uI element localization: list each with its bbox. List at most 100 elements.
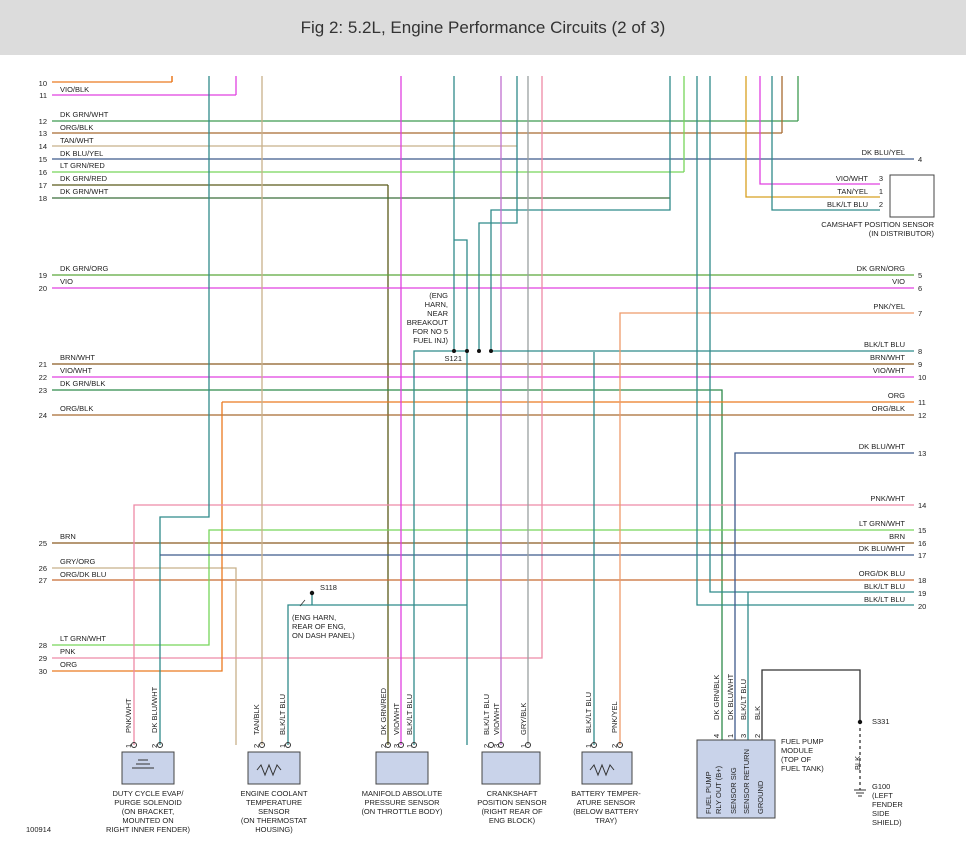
svg-text:(BELOW BATTERY: (BELOW BATTERY xyxy=(573,807,639,816)
svg-text:CRANKSHAFT: CRANKSHAFT xyxy=(487,789,538,798)
left-wire-label: ORG/DK BLU xyxy=(60,570,106,579)
svg-text:1: 1 xyxy=(405,744,414,748)
left-wire-num: 19 xyxy=(39,271,47,280)
left-wire-label: DK BLU/YEL xyxy=(60,149,103,158)
svg-text:SIDE: SIDE xyxy=(872,809,890,818)
left-wire-num: 21 xyxy=(39,360,47,369)
svg-text:RIGHT INNER FENDER): RIGHT INNER FENDER) xyxy=(106,825,191,834)
svg-text:1: 1 xyxy=(278,744,287,748)
left-wire-num: 20 xyxy=(39,284,47,293)
svg-text:(ENG: (ENG xyxy=(429,291,448,300)
right-wire-num: 20 xyxy=(918,602,926,611)
svg-text:ATURE SENSOR: ATURE SENSOR xyxy=(577,798,636,807)
thermistor-icon xyxy=(589,763,615,777)
left-wire-label: PNK xyxy=(60,647,75,656)
left-wire-num: 12 xyxy=(39,117,47,126)
component-box xyxy=(696,739,776,819)
svg-text:ENGINE COOLANT: ENGINE COOLANT xyxy=(240,789,308,798)
svg-text:(LEFT: (LEFT xyxy=(872,791,893,800)
left-wire-num: 24 xyxy=(39,411,47,420)
right-wire-num: 18 xyxy=(918,576,926,585)
svg-text:SHIELD): SHIELD) xyxy=(872,818,902,827)
svg-text:PRESSURE SENSOR: PRESSURE SENSOR xyxy=(364,798,440,807)
right-wire-num: 12 xyxy=(918,411,926,420)
right-wire-label: BRN/WHT xyxy=(870,353,905,362)
splice-s121-label: S121 xyxy=(444,354,462,363)
component-map-sensor: DK GRN/RED VIO/WHT BLK/LT BLU 2 3 1 MANI… xyxy=(361,687,443,816)
svg-text:DK BLU/WHT: DK BLU/WHT xyxy=(150,686,159,733)
right-wire-label: DK BLU/WHT xyxy=(859,544,906,553)
component-box xyxy=(481,751,541,785)
camshaft-pin-num: 3 xyxy=(879,174,883,183)
svg-text:FOR NO 5: FOR NO 5 xyxy=(413,327,448,336)
svg-text:2: 2 xyxy=(252,744,261,748)
right-wire-num: 14 xyxy=(918,501,926,510)
right-wire-label: VIO xyxy=(892,277,905,286)
left-wire-label: VIO xyxy=(60,277,73,286)
right-wire-label: BLK/LT BLU xyxy=(864,340,905,349)
right-wire-label: ORG/DK BLU xyxy=(859,569,905,578)
right-wire-label: VIO/WHT xyxy=(873,366,905,375)
full-width-wires xyxy=(52,76,914,745)
svg-text:DK GRN/BLK: DK GRN/BLK xyxy=(712,675,721,720)
svg-text:VIO/WHT: VIO/WHT xyxy=(392,703,401,735)
svg-text:MODULE: MODULE xyxy=(781,746,813,755)
component-crankshaft-sensor: BLK/LT BLU VIO/WHT GRY/BLK 2 3 1 CRANKSH… xyxy=(477,694,547,825)
right-wire-num: 11 xyxy=(918,398,926,407)
svg-text:2: 2 xyxy=(150,744,159,748)
svg-text:BLK/LT BLU: BLK/LT BLU xyxy=(482,694,491,735)
right-wire-label: BLK/LT BLU xyxy=(864,595,905,604)
right-wire-label: LT GRN/WHT xyxy=(859,519,905,528)
right-wire-num: 8 xyxy=(918,347,922,356)
right-wire-num: 6 xyxy=(918,284,922,293)
right-wire-num: 19 xyxy=(918,589,926,598)
svg-text:G100: G100 xyxy=(872,782,890,791)
svg-text:MOUNTED ON: MOUNTED ON xyxy=(122,816,173,825)
svg-text:FUEL PUMP: FUEL PUMP xyxy=(781,737,824,746)
right-wire-label: PNK/YEL xyxy=(873,302,905,311)
left-wire-label: DK GRN/ORG xyxy=(60,264,109,273)
left-wire-num: 28 xyxy=(39,641,47,650)
svg-text:BLK/LT BLU: BLK/LT BLU xyxy=(584,692,593,733)
left-wire-label: DK GRN/WHT xyxy=(60,110,109,119)
svg-text:3: 3 xyxy=(739,734,748,738)
right-wire-num: 7 xyxy=(918,309,922,318)
ground-icon xyxy=(854,789,866,797)
svg-text:DK BLU/WHT: DK BLU/WHT xyxy=(726,673,735,720)
right-wire-num: 9 xyxy=(918,360,922,369)
right-wire-num: 5 xyxy=(918,271,922,280)
left-wire-num: 25 xyxy=(39,539,47,548)
right-wire-num: 15 xyxy=(918,526,926,535)
svg-text:FENDER: FENDER xyxy=(872,800,903,809)
svg-text:2: 2 xyxy=(482,744,491,748)
splice-dot xyxy=(489,349,493,353)
camshaft-pin-num: 1 xyxy=(879,187,883,196)
vertical-wires xyxy=(171,76,914,790)
right-wire-num: 13 xyxy=(918,449,926,458)
left-wire-label: LT GRN/RED xyxy=(60,161,105,170)
leader-arrow xyxy=(299,599,306,607)
svg-text:PNK/WHT: PNK/WHT xyxy=(124,698,133,733)
svg-text:NEAR: NEAR xyxy=(427,309,448,318)
camshaft-pin-label: TAN/YEL xyxy=(837,187,868,196)
right-wire-num: 10 xyxy=(918,373,926,382)
right-wire-num: 4 xyxy=(918,155,922,164)
left-wire-label: VIO/BLK xyxy=(60,85,89,94)
camshaft-pin-label: BLK/LT BLU xyxy=(827,200,868,209)
svg-text:(ON THERMOSTAT: (ON THERMOSTAT xyxy=(241,816,308,825)
camshaft-sensor-location: (IN DISTRIBUTOR) xyxy=(869,229,935,238)
figure-title-bar: Fig 2: 5.2L, Engine Performance Circuits… xyxy=(0,0,966,55)
component-box xyxy=(247,751,301,785)
splice-dot xyxy=(857,719,863,725)
left-wire-rows: 10 11 VIO/BLK 12 DK GRN/WHT 13 ORG/BLK 1… xyxy=(39,76,914,745)
svg-text:1: 1 xyxy=(726,734,735,738)
left-wire-num: 18 xyxy=(39,194,47,203)
svg-text:REAR OF ENG,: REAR OF ENG, xyxy=(292,622,346,631)
svg-text:PNK/YEL: PNK/YEL xyxy=(610,701,619,733)
splice-dot xyxy=(477,349,481,353)
svg-text:SENSOR: SENSOR xyxy=(258,807,290,816)
component-box xyxy=(375,751,429,785)
svg-text:BLK/LT BLU: BLK/LT BLU xyxy=(739,679,748,720)
right-wire-num: 16 xyxy=(918,539,926,548)
svg-text:(ON THROTTLE BODY): (ON THROTTLE BODY) xyxy=(361,807,443,816)
